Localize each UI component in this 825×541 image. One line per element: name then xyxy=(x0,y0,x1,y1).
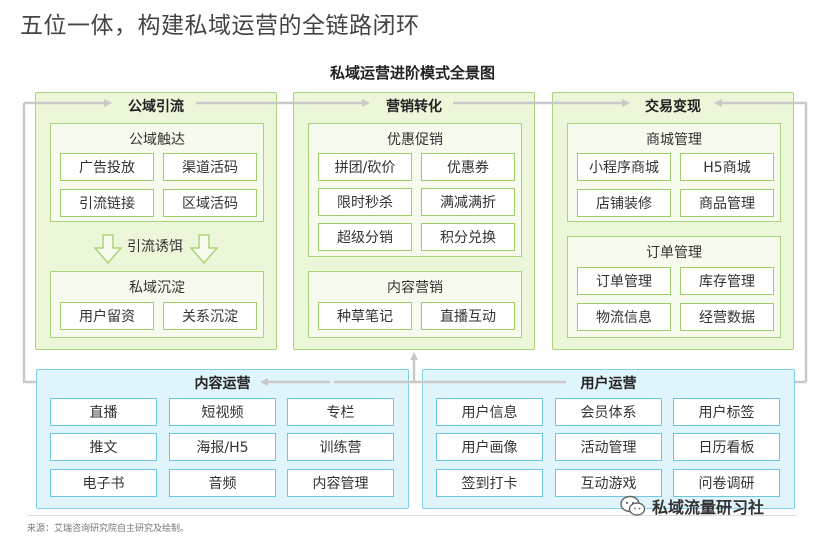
chip-mini-mall: 小程序商城 xyxy=(577,153,671,181)
watermark: 私域流量研习社 xyxy=(620,494,764,518)
page-title: 五位一体，构建私域运营的全链路闭环 xyxy=(20,13,420,39)
trade-panel: 交易变现 商城管理 小程序商城 H5商城 店铺装修 商品管理 订单管理 订单管理… xyxy=(552,92,794,350)
user-ops-panel: 用户运营 用户信息 会员体系 用户标签 用户画像 活动管理 日历看板 签到打卡 … xyxy=(422,369,795,509)
chip-ebook: 电子书 xyxy=(50,469,157,497)
chip-audio: 音频 xyxy=(169,469,276,497)
chip-channel-code: 渠道活码 xyxy=(163,153,257,181)
mall-title: 商城管理 xyxy=(646,132,702,148)
chip-activity-mgmt: 活动管理 xyxy=(555,433,662,461)
chip-user-info: 用户信息 xyxy=(436,398,543,426)
chip-survey: 问卷调研 xyxy=(673,469,780,497)
chip-checkin: 签到打卡 xyxy=(436,469,543,497)
chip-poster: 海报/H5 xyxy=(169,433,276,461)
chip-user-tags: 用户标签 xyxy=(673,398,780,426)
chip-relation-settle: 关系沉淀 xyxy=(163,302,257,330)
chip-user-persona: 用户画像 xyxy=(436,433,543,461)
chip-notes: 种草笔记 xyxy=(318,302,412,330)
wechat-icon xyxy=(620,495,646,516)
public-traffic-title: 公域引流 xyxy=(128,99,184,115)
chip-region-code: 区域活码 xyxy=(163,189,257,217)
source-divider xyxy=(27,515,797,516)
private-settle-group: 私域沉淀 用户留资 关系沉淀 xyxy=(50,271,264,338)
content-marketing-group: 内容营销 种草笔记 直播互动 xyxy=(308,271,522,338)
chip-traffic-link: 引流链接 xyxy=(60,189,154,217)
chip-article: 推文 xyxy=(50,433,157,461)
chip-camp: 训练营 xyxy=(287,433,394,461)
chip-order-mgmt: 订单管理 xyxy=(577,267,671,295)
order-group: 订单管理 订单管理 库存管理 物流信息 经营数据 xyxy=(567,236,781,338)
marketing-title: 营销转化 xyxy=(386,99,442,115)
chip-live-interaction: 直播互动 xyxy=(421,302,515,330)
chip-user-leads: 用户留资 xyxy=(60,302,154,330)
trade-title: 交易变现 xyxy=(645,99,701,115)
chip-column: 专栏 xyxy=(287,398,394,426)
chip-biz-data: 经营数据 xyxy=(680,303,774,331)
content-ops-title: 内容运营 xyxy=(194,376,251,392)
chip-distribution: 超级分销 xyxy=(318,223,412,251)
chip-games: 互动游戏 xyxy=(555,469,662,497)
user-ops-title: 用户运营 xyxy=(580,376,637,392)
public-touch-group: 公域触达 广告投放 渠道活码 引流链接 区域活码 xyxy=(50,123,264,222)
chip-store-decor: 店铺装修 xyxy=(577,189,671,217)
mall-group: 商城管理 小程序商城 H5商城 店铺装修 商品管理 xyxy=(567,123,781,222)
chip-group-buy: 拼团/砍价 xyxy=(318,153,412,181)
chip-membership: 会员体系 xyxy=(555,398,662,426)
chip-logistics: 物流信息 xyxy=(577,303,671,331)
chip-points: 积分兑换 xyxy=(421,223,515,251)
chip-discount: 满减满折 xyxy=(421,188,515,216)
content-marketing-title: 内容营销 xyxy=(387,280,443,296)
chip-ad-placement: 广告投放 xyxy=(60,153,154,181)
chip-product-mgmt: 商品管理 xyxy=(680,189,774,217)
watermark-text: 私域流量研习社 xyxy=(652,498,765,517)
chip-short-video: 短视频 xyxy=(169,398,276,426)
public-traffic-panel: 公域引流 公域触达 广告投放 渠道活码 引流链接 区域活码 引流诱饵 私域沉淀 … xyxy=(35,92,277,350)
order-title: 订单管理 xyxy=(646,245,702,261)
private-settle-title: 私域沉淀 xyxy=(129,280,185,296)
source-note: 来源：艾瑞咨询研究院自主研究及绘制。 xyxy=(27,524,190,534)
chip-content-mgmt: 内容管理 xyxy=(287,469,394,497)
chip-coupon: 优惠券 xyxy=(421,153,515,181)
chip-flash-sale: 限时秒杀 xyxy=(318,188,412,216)
chip-live: 直播 xyxy=(50,398,157,426)
public-touch-title: 公域触达 xyxy=(129,132,185,148)
diagram-title: 私域运营进阶模式全景图 xyxy=(329,64,495,82)
content-ops-panel: 内容运营 直播 短视频 专栏 推文 海报/H5 训练营 电子书 音频 内容管理 xyxy=(36,369,409,509)
chip-h5-mall: H5商城 xyxy=(680,153,774,181)
chip-inventory: 库存管理 xyxy=(680,267,774,295)
marketing-panel: 营销转化 优惠促销 拼团/砍价 优惠券 限时秒杀 满减满折 超级分销 积分兑换 … xyxy=(293,92,535,350)
promo-title: 优惠促销 xyxy=(387,132,443,148)
lure-label: 引流诱饵 xyxy=(127,239,183,255)
chip-calendar: 日历看板 xyxy=(673,433,780,461)
promo-group: 优惠促销 拼团/砍价 优惠券 限时秒杀 满减满折 超级分销 积分兑换 xyxy=(308,123,522,257)
